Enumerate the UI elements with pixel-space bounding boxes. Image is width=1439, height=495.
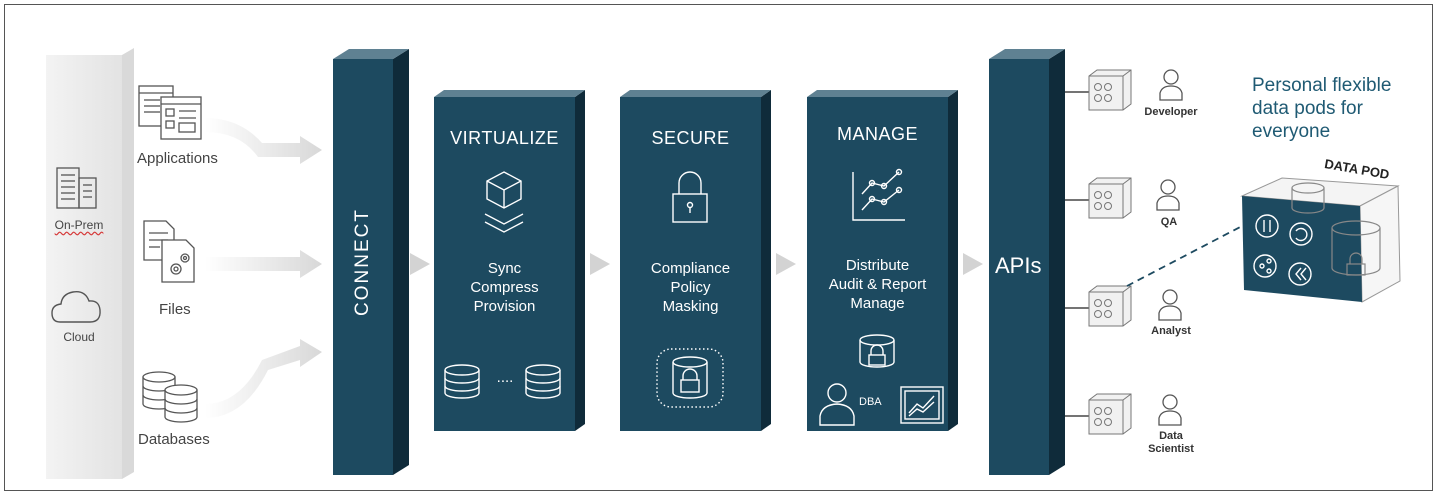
source-locations-bar <box>46 48 134 479</box>
secure-block <box>620 90 771 431</box>
connect-label: CONNECT <box>352 208 373 316</box>
database-stack-icon <box>142 371 198 423</box>
headline-line: everyone <box>1252 121 1331 142</box>
apis-block <box>989 49 1065 475</box>
person-icon <box>1158 394 1182 426</box>
apis-label: APIs <box>995 253 1042 278</box>
manage-description: Distribute Audit & Report Manage <box>807 256 948 313</box>
data-pod-cube <box>1240 177 1401 303</box>
role-line: QA <box>1160 216 1178 228</box>
location-label-on-prem: On-Prem <box>54 218 104 232</box>
diagram-frame <box>4 4 1433 491</box>
source-label-files: Files <box>159 301 191 318</box>
role-line: Analyst <box>1151 325 1191 337</box>
manage-block <box>807 90 958 431</box>
chevron-arrow-icon <box>590 253 610 275</box>
headline: Personal flexible data pods for everyone <box>1252 74 1391 143</box>
person-icon <box>1158 289 1182 321</box>
building-icon <box>56 167 97 209</box>
secure-line: Compliance <box>650 260 731 277</box>
role-label-developer: Developer <box>1135 106 1207 119</box>
virtualize-line: Compress <box>470 279 539 296</box>
virtualize-line: Provision <box>473 298 536 315</box>
chevron-arrow-icon <box>963 253 983 275</box>
secure-title: SECURE <box>651 128 730 148</box>
secure-description: Compliance Policy Masking <box>620 259 761 316</box>
monitor-chart-icon <box>900 386 944 424</box>
database-icon <box>525 364 561 399</box>
virtualize-description: Sync Compress Provision <box>434 259 575 316</box>
padlock-icon <box>672 171 708 223</box>
chevron-arrow-icon <box>776 253 796 275</box>
source-label-databases: Databases <box>138 431 210 448</box>
virtualize-ellipsis: .... <box>496 369 514 386</box>
secure-line: Masking <box>662 298 719 315</box>
application-windows-icon <box>138 85 202 140</box>
role-line: Data <box>1159 430 1183 442</box>
person-icon <box>1159 69 1183 101</box>
role-pod-developer <box>1065 69 1132 111</box>
flow-arrow-databases <box>205 339 322 418</box>
line-chart-icon <box>852 168 905 221</box>
source-label-applications: Applications <box>137 150 218 167</box>
database-icon <box>444 364 480 399</box>
role-label-data-scientist: Data Scientist <box>1135 430 1207 456</box>
role-line: Developer <box>1144 106 1198 118</box>
manage-line: Distribute <box>845 257 910 274</box>
cloud-icon <box>51 291 101 323</box>
headline-line: data pods for <box>1252 98 1363 119</box>
manage-line: Manage <box>850 295 905 312</box>
manage-line: Audit & Report <box>828 276 927 293</box>
person-icon <box>1156 179 1180 211</box>
flow-arrow-files <box>205 250 322 278</box>
secure-line: Policy <box>670 279 711 296</box>
locked-database-icon <box>859 334 895 368</box>
role-pod-data-scientist <box>1065 393 1132 435</box>
flow-arrow-applications <box>205 118 322 164</box>
role-pod-qa <box>1065 177 1132 219</box>
virtualize-title: VIRTUALIZE <box>450 128 559 148</box>
manage-title: MANAGE <box>836 124 918 144</box>
role-pod-analyst <box>1065 285 1132 327</box>
role-label-analyst: Analyst <box>1135 325 1207 338</box>
cube-layers-icon <box>484 171 524 233</box>
role-line: Scientist <box>1148 443 1194 455</box>
role-label-qa: QA <box>1133 216 1205 229</box>
dashed-connector <box>1126 224 1245 287</box>
connect-block <box>333 49 409 475</box>
dba-person-icon <box>819 383 855 426</box>
secured-database-icon <box>656 348 724 408</box>
chevron-arrow-icon <box>410 253 430 275</box>
file-gears-icon <box>143 220 195 283</box>
location-label-cloud: Cloud <box>63 330 95 344</box>
dba-label: DBA <box>859 396 882 408</box>
virtualize-line: Sync <box>487 260 522 277</box>
headline-line: Personal flexible <box>1252 75 1392 96</box>
